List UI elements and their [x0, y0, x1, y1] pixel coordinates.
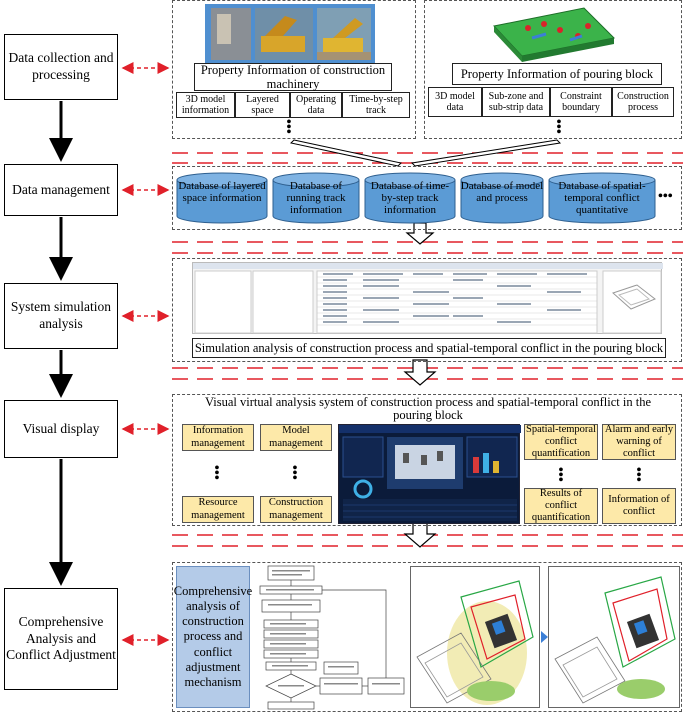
- more-dots: •••: [556, 115, 562, 140]
- more-dots: •••: [286, 115, 292, 140]
- simulation-table-image: [193, 263, 663, 334]
- database-icon: [272, 172, 360, 224]
- machinery-title: Property Information of construction mac…: [194, 63, 392, 91]
- database-icon: [176, 172, 268, 224]
- visual-title: Visual virtual analysis system of constr…: [186, 395, 670, 423]
- machinery-title-text: Property Information of construction mac…: [200, 62, 386, 91]
- spatial-temporal-quantification-box: Spatial-temporal conflict quantification: [524, 424, 598, 460]
- alarm-warning-box: Alarm and early warning of conflict: [602, 424, 676, 460]
- adjust-arrow-icon: [541, 631, 548, 643]
- dashboard-screenshot: [338, 424, 521, 524]
- stage-label: Visual display: [22, 420, 100, 436]
- converge-arrows: [289, 139, 562, 167]
- machinery-item-layered-space: Layered space: [235, 92, 290, 118]
- excavator-conflict-image: [416, 580, 534, 705]
- excavator-adjusted-image: [554, 576, 676, 704]
- module-label: Construction management: [268, 497, 324, 521]
- visual-panel: [172, 394, 682, 526]
- construction-management-box: Construction management: [260, 496, 332, 523]
- machinery-panel: [172, 0, 416, 139]
- pouring-block-title: Property Information of pouring block: [452, 63, 662, 85]
- block-item-label: Constraint boundary: [560, 91, 602, 113]
- stage-label: System simulation analysis: [10, 299, 112, 331]
- resource-management-box: Resource management: [182, 496, 254, 523]
- more-dots: •••: [214, 461, 220, 486]
- more-dots: •••: [558, 463, 564, 488]
- machinery-item-label: Layered space: [246, 94, 279, 116]
- adjustment-flowchart: [254, 564, 406, 710]
- module-label: Alarm and early warning of conflict: [604, 423, 674, 460]
- database-icon: [460, 172, 544, 224]
- database-cylinder: Database of model and process: [460, 172, 544, 224]
- stage-data-management: Data management: [4, 164, 118, 216]
- conflict-info-box: Information of conflict: [602, 488, 676, 524]
- database-panel: [172, 166, 682, 230]
- module-label: Resource management: [191, 497, 245, 521]
- database-label: Database of model and process: [460, 180, 544, 205]
- pouring-block-model-image: [493, 7, 616, 62]
- machinery-item-label: 3D model information: [181, 94, 230, 116]
- simulation-caption: Simulation analysis of construction proc…: [192, 338, 666, 358]
- database-cylinder: Database of spatial-temporal conflict qu…: [548, 172, 656, 224]
- dashboard-image: [339, 425, 521, 521]
- block-item-sub-zone: Sub-zone and sub-strip data: [482, 87, 550, 117]
- database-cylinder: Database of time-by-step track informati…: [364, 172, 456, 224]
- database-label: Database of time-by-step track informati…: [370, 180, 450, 217]
- module-label: Model management: [269, 425, 323, 449]
- conflict-view-after: [548, 566, 680, 708]
- comprehensive-panel: [172, 562, 682, 712]
- more-dots: •••: [292, 461, 298, 486]
- stage-link-arrows: [121, 62, 170, 646]
- database-icon: [548, 172, 656, 224]
- machinery-item-label: Operating data: [296, 94, 336, 116]
- block-item-label: Sub-zone and sub-strip data: [488, 91, 544, 113]
- machinery-item-label: Time-by-step track: [349, 94, 403, 116]
- stage-label: Data collection and processing: [8, 50, 114, 82]
- module-label: Spatial-temporal conflict quantification: [526, 423, 596, 460]
- stage-label: Data management: [12, 181, 110, 197]
- machinery-photos: [205, 4, 375, 64]
- machinery-item-3d-model: 3D model information: [176, 92, 235, 118]
- database-icon: [364, 172, 456, 224]
- block-item-process: Construction process: [612, 87, 674, 117]
- more-dots: •••: [658, 189, 673, 204]
- block-item-label: 3D model data: [435, 91, 475, 113]
- simulation-screenshot: [192, 262, 663, 334]
- database-label: Database of spatial-temporal conflict qu…: [558, 180, 646, 217]
- pouring-block-model: [488, 4, 618, 62]
- stage-data-collection: Data collection and processing: [4, 34, 118, 100]
- simulation-caption-text: Simulation analysis of construction proc…: [194, 340, 664, 355]
- database-label: Database of layered space information: [178, 180, 266, 205]
- mechanism-text: Comprehensive analysis of construction p…: [173, 583, 253, 690]
- block-item-3d-model: 3D model data: [428, 87, 482, 117]
- visual-title-text: Visual virtual analysis system of constr…: [204, 395, 651, 423]
- more-dots: •••: [636, 463, 642, 488]
- conflict-view-before: [410, 566, 540, 708]
- machinery-item-operating-data: Operating data: [290, 92, 342, 118]
- block-item-label: Construction process: [617, 91, 669, 113]
- module-label: Information of conflict: [608, 493, 670, 517]
- database-cylinder: Database of layered space information: [176, 172, 268, 224]
- mechanism-box: Comprehensive analysis of construction p…: [173, 566, 253, 708]
- hollow-down-arrows: [403, 222, 437, 548]
- conflict-results-box: Results of conflict quantification: [524, 488, 598, 524]
- stage-visual-display: Visual display: [4, 400, 118, 458]
- model-management-box: Model management: [260, 424, 332, 451]
- simulation-panel: [172, 258, 682, 362]
- database-label: Database of running track information: [286, 180, 346, 217]
- module-label: Results of conflict quantification: [531, 487, 591, 524]
- machinery-item-track: Time-by-step track: [342, 92, 410, 118]
- stage-simulation-analysis: System simulation analysis: [4, 283, 118, 349]
- construction-machinery-photo: [211, 8, 371, 60]
- adjustment-flowchart-image: [259, 565, 405, 710]
- stage-label: Comprehensive Analysis and Conflict Adju…: [6, 613, 116, 663]
- info-management-box: Information management: [182, 424, 254, 451]
- pouring-block-title-text: Property Information of pouring block: [460, 66, 654, 81]
- module-label: Information management: [191, 425, 245, 449]
- pouring-block-panel: [424, 0, 682, 139]
- block-item-constraint: Constraint boundary: [550, 87, 612, 117]
- stage-comprehensive-analysis: Comprehensive Analysis and Conflict Adju…: [4, 588, 118, 690]
- database-cylinder: Database of running track information: [272, 172, 360, 224]
